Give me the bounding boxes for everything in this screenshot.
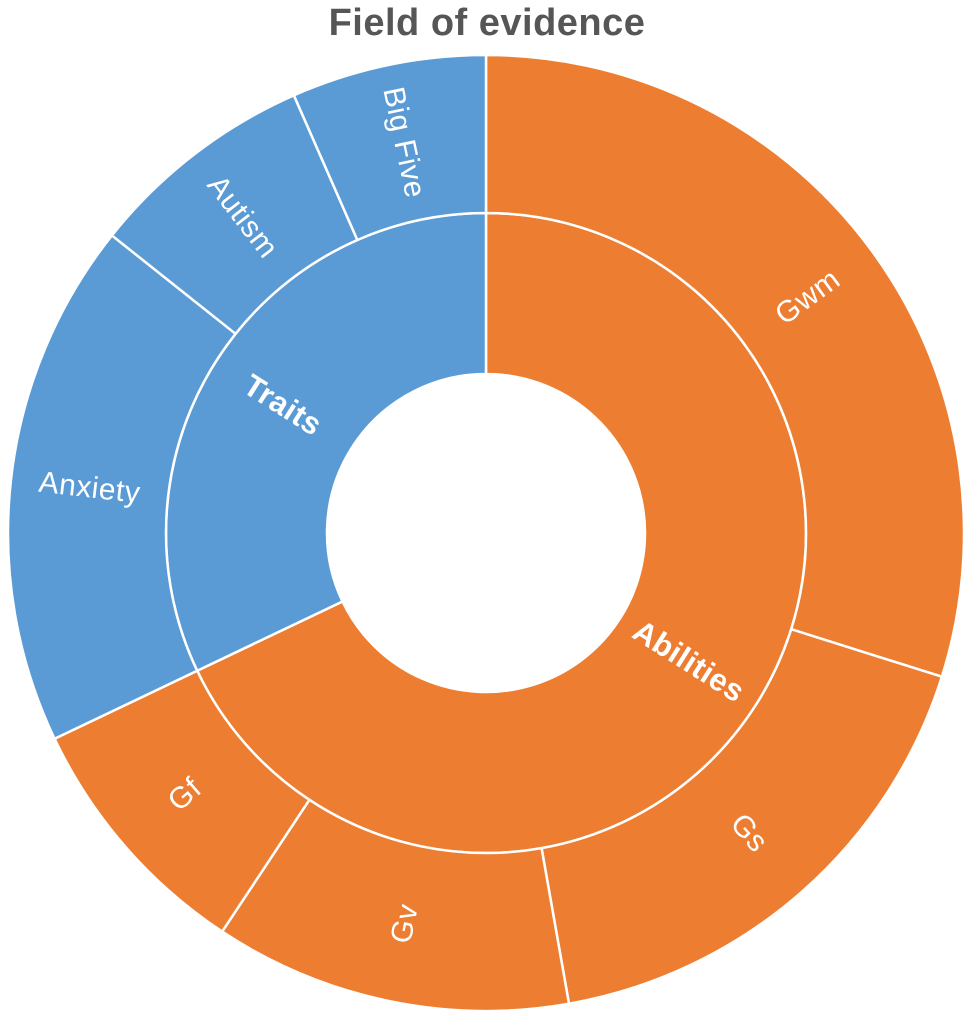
segment-anxiety [6,234,237,741]
label-gv: Gv [385,901,425,946]
segment-gs [540,627,944,1005]
segment-gwm [484,53,966,678]
chart-title: Field of evidence [328,2,646,44]
segment-big-five [292,53,488,242]
